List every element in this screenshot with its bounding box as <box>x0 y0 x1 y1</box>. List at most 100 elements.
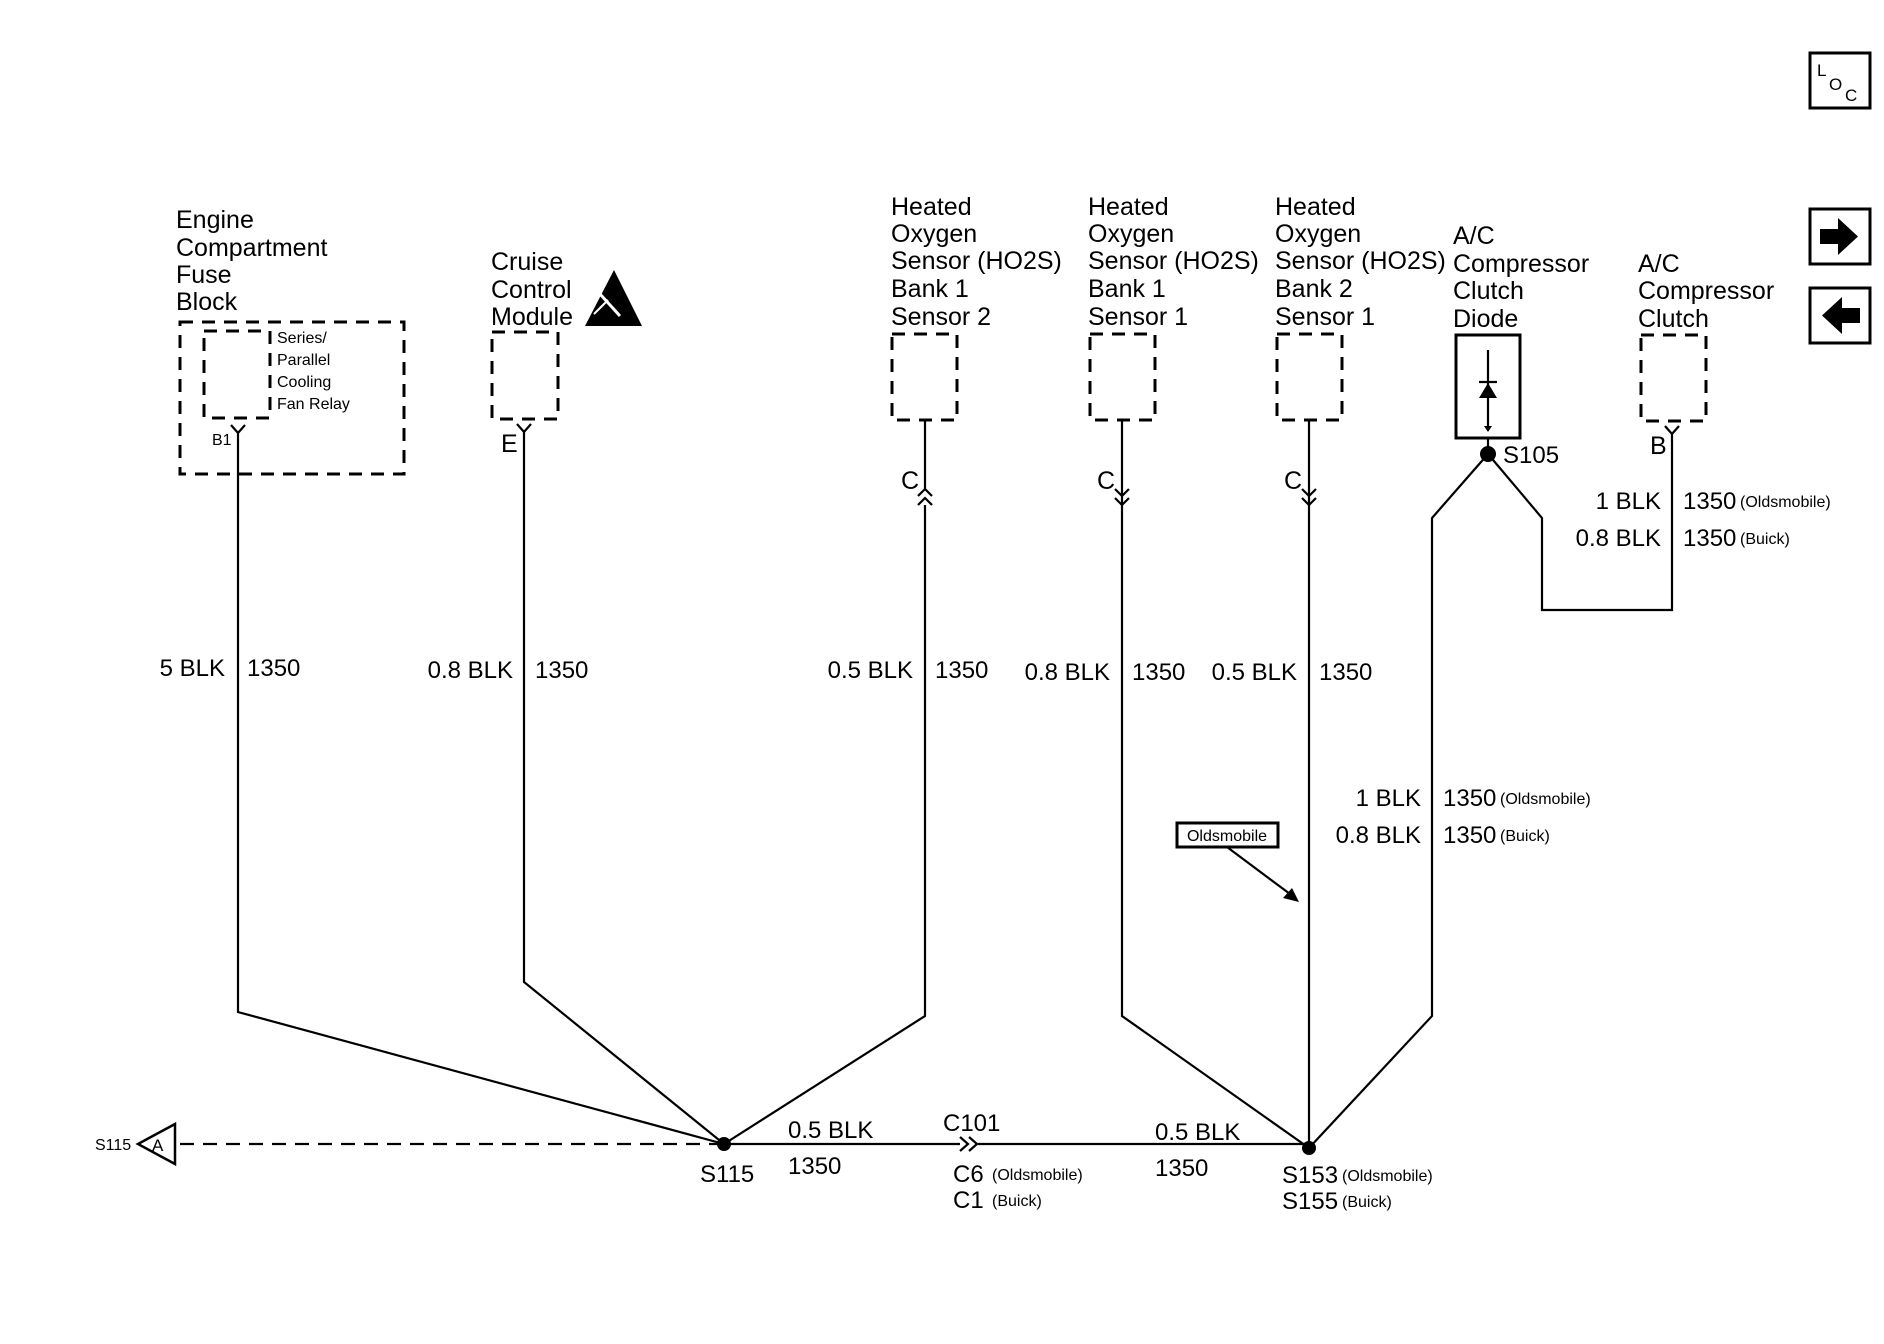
cruise-control-module: Cruise Control Module E <box>490 248 642 458</box>
ac-clutch-outline <box>1639 333 1708 423</box>
ho2s-b1s2-line2: Oxygen <box>891 220 977 248</box>
wire-clutch-old-note: (Oldsmobile) <box>1740 494 1831 511</box>
cruise-terminal-icon <box>516 423 532 434</box>
wire-diode-old-size: 1 BLK <box>1356 785 1421 812</box>
ho2s-bank1-sensor1: Heated Oxygen Sensor (HO2S) Bank 1 Senso… <box>1088 193 1259 507</box>
location-button[interactable]: L O C <box>1808 51 1872 110</box>
splice-s105-label: S105 <box>1503 442 1559 469</box>
fan-relay-label-line2: Parallel <box>277 352 330 369</box>
ac-clutch-pin: B <box>1650 432 1667 460</box>
ho2s-b1s1-line3: Sensor (HO2S) <box>1088 247 1259 275</box>
wire-b2s1-circuit: 1350 <box>1319 659 1372 686</box>
connector-c101-icon <box>959 1136 979 1152</box>
wire-cruise-circuit: 1350 <box>535 657 588 684</box>
ho2s-b1s1-line4: Bank 1 <box>1088 275 1166 303</box>
splice-s155-label: S155 <box>1282 1188 1338 1215</box>
arrow-left-icon <box>1822 297 1860 334</box>
cruise-pin: E <box>501 430 518 458</box>
ac-clutch-line1: A/C <box>1638 250 1680 278</box>
connector-c1-label: C1 <box>953 1187 984 1214</box>
wire-clutch-buick-circuit: 1350 <box>1683 525 1736 552</box>
ho2s-b1s1-line1: Heated <box>1088 193 1169 221</box>
previous-page-button[interactable] <box>1808 286 1872 345</box>
ac-diode-line2: Compressor <box>1453 250 1589 278</box>
wire-bottom-left-circuit: 1350 <box>788 1153 841 1180</box>
splice-s155-note: (Buick) <box>1342 1194 1392 1211</box>
wire-s105-to-splice <box>1308 453 1489 1149</box>
ho2s-b1s2-line4: Bank 1 <box>891 275 969 303</box>
offpage-connector[interactable]: A S115 <box>95 1121 177 1167</box>
ho2s-b2s1-line2: Oxygen <box>1275 220 1361 248</box>
offpage-letter: A <box>152 1136 164 1155</box>
wire-diode-buick-circuit: 1350 <box>1443 822 1496 849</box>
fuse-block: Engine Compartment Fuse Block Series/ Pa… <box>176 206 406 476</box>
ac-diode-line1: A/C <box>1453 222 1495 250</box>
offpage-triangle-icon <box>135 1121 177 1167</box>
fuse-block-name-line1: Engine <box>176 206 254 234</box>
wire-label-bottom-right: 0.5 BLK 1350 <box>1155 1119 1240 1182</box>
next-page-button[interactable] <box>1808 207 1872 266</box>
wire-clutch-old-size: 1 BLK <box>1596 488 1661 515</box>
wire-ho2s-b1s2 <box>723 420 927 1145</box>
splice-s153-note: (Oldsmobile) <box>1342 1168 1433 1185</box>
wire-clutch-buick-size: 0.8 BLK <box>1576 525 1661 552</box>
ho2s-b1s1-outline <box>1088 332 1157 422</box>
ho2s-b1s2-connector-icon <box>917 487 933 506</box>
ac-clutch-diode: A/C Compressor Clutch Diode <box>1453 222 1589 440</box>
wire-b2s1-size: 0.5 BLK <box>1212 659 1297 686</box>
esd-warning-icon <box>585 270 642 326</box>
wire-label-b1s1: 0.8 BLK 1350 <box>1025 659 1186 686</box>
splice-s115-dot <box>717 1137 731 1151</box>
fuse-block-terminal-icon <box>230 424 246 435</box>
ho2s-b2s1-line1: Heated <box>1275 193 1356 221</box>
ho2s-b2s1-line4: Bank 2 <box>1275 275 1353 303</box>
wire-s105-to-clutch <box>1487 434 1674 612</box>
cruise-name-line2: Control <box>491 276 572 304</box>
wire-label-clutch: 1 BLK 1350 (Oldsmobile) 0.8 BLK 1350 (Bu… <box>1576 488 1831 552</box>
wire-label-b1s2: 0.5 BLK 1350 <box>828 657 989 684</box>
diode-icon <box>1479 350 1497 432</box>
ho2s-b2s1-line5: Sensor 1 <box>1275 303 1375 331</box>
ho2s-b1s2-line5: Sensor 2 <box>891 303 991 331</box>
wire-b1s2-size: 0.5 BLK <box>828 657 913 684</box>
cruise-outline <box>490 330 560 421</box>
wire-bottom-right-size: 0.5 BLK <box>1155 1119 1240 1146</box>
cruise-name-line3: Module <box>491 303 573 331</box>
splice-s105-dot <box>1480 446 1496 462</box>
wire-clutch-old-circuit: 1350 <box>1683 488 1736 515</box>
offpage-ref: S115 <box>95 1137 131 1154</box>
ho2s-b1s1-line2: Oxygen <box>1088 220 1174 248</box>
wire-label-b2s1: 0.5 BLK 1350 <box>1212 659 1373 686</box>
wire-bottom-left-size: 0.5 BLK <box>788 1117 873 1144</box>
ho2s-b2s1-line3: Sensor (HO2S) <box>1275 247 1446 275</box>
ho2s-bank2-sensor1: Heated Oxygen Sensor (HO2S) Bank 2 Senso… <box>1275 193 1446 507</box>
fan-relay-outline <box>202 329 272 420</box>
wire-diode-old-circuit: 1350 <box>1443 785 1496 812</box>
wire-diode-buick-note: (Buick) <box>1500 828 1550 845</box>
fuse-block-name-line2: Compartment <box>176 234 327 262</box>
wire-cruise-size: 0.8 BLK <box>428 657 513 684</box>
ac-clutch-terminal-icon <box>1664 425 1680 436</box>
ho2s-b1s2-line1: Heated <box>891 193 972 221</box>
wire-clutch-buick-note: (Buick) <box>1740 531 1790 548</box>
wire-cruise <box>522 432 725 1145</box>
fuse-block-outline <box>178 320 406 476</box>
wire-b1s1-circuit: 1350 <box>1132 659 1185 686</box>
loc-c-letter: C <box>1845 86 1857 105</box>
cruise-name-line1: Cruise <box>491 248 563 276</box>
fuse-block-name-line3: Fuse <box>176 261 232 289</box>
ho2s-b2s1-pin: C <box>1284 467 1302 495</box>
ho2s-bank1-sensor2: Heated Oxygen Sensor (HO2S) Bank 1 Senso… <box>890 193 1062 506</box>
fan-relay-label-line1: Series/ <box>277 330 327 347</box>
loc-o-letter: O <box>1829 75 1842 94</box>
callout-leader <box>1226 846 1291 895</box>
ho2s-b2s1-outline <box>1275 332 1344 422</box>
oldsmobile-callout: Oldsmobile <box>1175 821 1299 902</box>
wire-label-bottom-left: 0.5 BLK 1350 <box>788 1117 873 1180</box>
wire-bottom-right-circuit: 1350 <box>1155 1155 1208 1182</box>
wire-fuse-block <box>236 433 725 1146</box>
wire-label-diode: 1 BLK 1350 (Oldsmobile) 0.8 BLK 1350 (Bu… <box>1336 785 1591 849</box>
wire-label-fuse: 5 BLK 1350 <box>160 655 301 682</box>
ho2s-b1s2-pin: C <box>901 467 919 495</box>
